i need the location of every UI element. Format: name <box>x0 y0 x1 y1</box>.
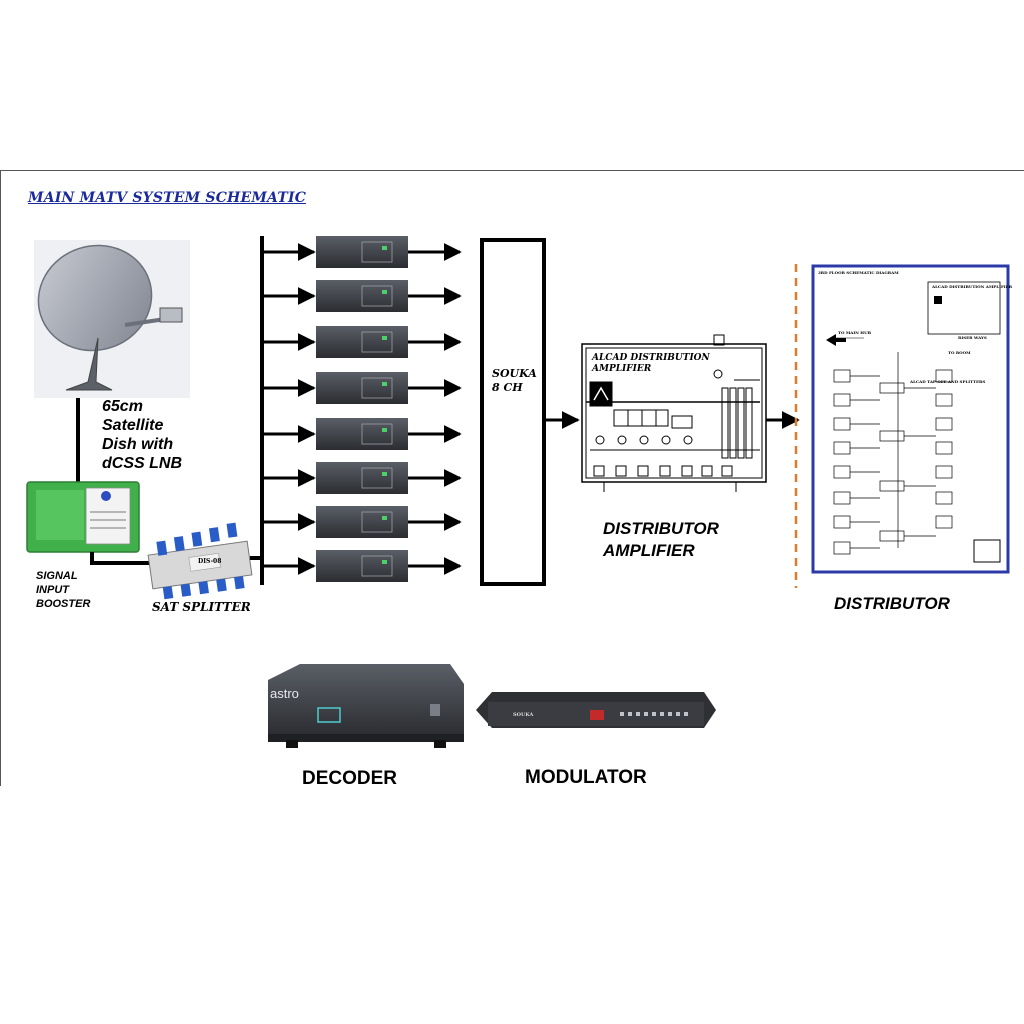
amplifier-port <box>701 465 713 477</box>
floor-outlet <box>935 515 953 529</box>
modulator-button <box>668 712 672 716</box>
splitter-label: SAT SPLITTER <box>152 600 251 614</box>
floor-outlet <box>935 393 953 407</box>
amplifier-port <box>681 465 693 477</box>
floor-diagram-riser: RISER WAYS <box>958 335 987 340</box>
modulator-button <box>660 712 664 716</box>
satellite-receiver <box>262 280 462 312</box>
floor-diagram-to-main: TO MAIN HUB <box>838 330 871 335</box>
floor-diagram-tap: ALCAD TAP-OFF AND SPLITTERS <box>910 379 986 384</box>
amplifier-port <box>721 465 733 477</box>
sat-splitter <box>147 522 253 600</box>
amplifier-knob <box>661 435 671 445</box>
modulator-button <box>652 712 656 716</box>
floor-diagram-to-room: TO ROOM <box>948 350 971 355</box>
schematic-frame <box>0 170 1024 786</box>
amplifier-port <box>637 465 649 477</box>
satellite-receiver <box>262 326 462 358</box>
modulator-button <box>684 712 688 716</box>
satellite-dish <box>34 240 190 398</box>
booster-label: SIGNAL INPUT BOOSTER <box>36 570 91 610</box>
diagram-title: MAIN MATV SYSTEM SCHEMATIC <box>28 190 307 206</box>
booster-to-splitter-line <box>90 552 150 565</box>
amplifier-port <box>593 465 605 477</box>
modulator-label: MODULATOR <box>525 767 647 788</box>
amplifier-port <box>615 465 627 477</box>
satellite-receiver <box>262 372 462 404</box>
distributor-amplifier-caption: DISTRIBUTOR AMPLIFIER <box>603 519 719 560</box>
dish-label: 65cm Satellite Dish with dCSS LNB <box>102 398 182 472</box>
satellite-receiver <box>262 550 462 582</box>
floor-outlet <box>935 369 953 383</box>
satellite-receiver <box>262 506 462 538</box>
decoder-label: DECODER <box>302 768 398 789</box>
amplifier-knob <box>639 435 649 445</box>
distributor-label: DISTRIBUTOR <box>834 594 950 613</box>
amplifier-knob <box>683 435 693 445</box>
souka-combiner-box <box>480 238 546 586</box>
satellite-receiver <box>262 418 462 450</box>
modulator-button <box>676 712 680 716</box>
distributor-floor-diagram <box>811 264 1010 574</box>
floor-outlet <box>935 441 953 455</box>
splitter-device-text: DIS-08 <box>198 558 222 565</box>
amplifier-inner-label: ALCAD DISTRIBUTION AMPLIFIER <box>592 353 710 374</box>
decoder-brand: astro <box>270 686 299 701</box>
modulator-button <box>628 712 632 716</box>
signal-input-booster <box>26 481 140 553</box>
floor-diagram-heading: 3RD FLOOR SCHEMATIC DIAGRAM <box>818 270 899 275</box>
modulator-button <box>620 712 624 716</box>
satellite-receiver <box>262 462 462 494</box>
floor-outlet <box>935 491 953 505</box>
floor-outlet <box>935 465 953 479</box>
satellite-receiver <box>262 236 462 268</box>
souka-label: SOUKA 8 CH <box>492 367 537 394</box>
alcad-amplifier <box>581 334 767 492</box>
astro-decoder <box>268 664 464 748</box>
floor-diagram-amp-text: ALCAD DISTRIBUTION AMPLIFIER <box>932 284 1013 289</box>
amplifier-port <box>659 465 671 477</box>
modulator-brand: SOUKA <box>513 712 534 718</box>
amplifier-knob <box>595 435 605 445</box>
modulator-button <box>644 712 648 716</box>
floor-outlet <box>935 417 953 431</box>
souka-modulator <box>476 692 716 728</box>
receiver-stack <box>262 236 462 582</box>
amplifier-knob <box>617 435 627 445</box>
modulator-button <box>636 712 640 716</box>
